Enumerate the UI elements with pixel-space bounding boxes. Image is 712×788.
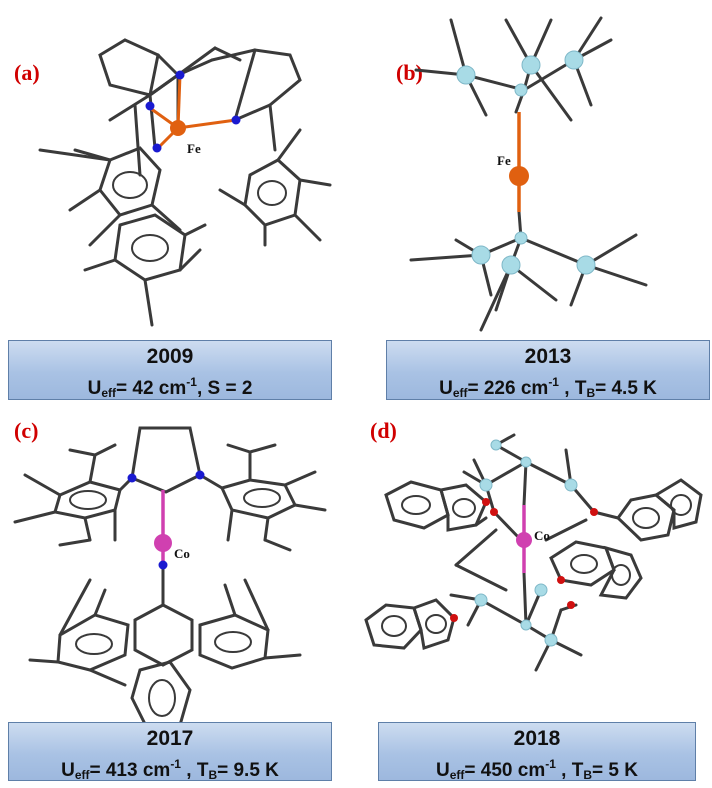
panel-c-caption: 2017 Ueff= 413 cm-1 , TB= 9.5 K — [8, 722, 332, 782]
ueff-symbol: U — [436, 760, 450, 781]
ueff-value: = 226 cm — [467, 378, 549, 399]
ueff-symbol: U — [61, 760, 75, 781]
tb-symbol: , T — [558, 378, 587, 399]
ueff-sub: eff — [101, 386, 117, 400]
panel-b-label: (b) — [396, 60, 423, 85]
ueff-symbol: U — [439, 378, 453, 399]
panel-d-label: (d) — [370, 418, 397, 443]
panel-b-caption: 2013 Ueff= 226 cm-1 , TB= 4.5 K — [386, 340, 710, 400]
ueff-sup: -1 — [186, 375, 197, 389]
ueff-sup: -1 — [545, 757, 556, 771]
panel-d: (d) — [356, 400, 712, 782]
panel-c-co-atom — [154, 534, 172, 552]
tb-sub: B — [583, 768, 593, 782]
panel-a-caption: 2009 Ueff= 42 cm-1, S = 2 — [8, 340, 332, 400]
panel-a-structure — [38, 38, 332, 327]
panel-c-year: 2017 — [146, 727, 194, 750]
panel-b-structure — [409, 16, 648, 332]
panel-c-structure — [13, 426, 327, 732]
panel-a-fe-label: Fe — [187, 141, 201, 156]
panel-d-structure — [364, 433, 703, 672]
tb-symbol: , T — [180, 760, 209, 781]
panel-a-bonds — [38, 38, 332, 327]
panel-d-o-atoms — [450, 498, 598, 622]
tb-value: = 5 K — [592, 760, 638, 781]
ueff-sub: eff — [74, 768, 90, 782]
tb-value: = 9.5 K — [217, 760, 279, 781]
tb-value: = 4.5 K — [595, 378, 657, 399]
ueff-value: = 450 cm — [464, 760, 546, 781]
panel-a-label: (a) — [14, 60, 40, 85]
panel-d-bonds — [364, 433, 703, 672]
panel-d-params: Ueff= 450 cm-1 , TB= 5 K — [379, 751, 695, 788]
spin-value: , S = 2 — [196, 378, 253, 399]
panel-c-label: (c) — [14, 418, 39, 443]
panel-b-si-atoms — [456, 50, 596, 275]
panel-b-params: Ueff= 226 cm-1 , TB= 4.5 K — [387, 369, 709, 406]
panel-b: (b) — [356, 0, 712, 400]
ueff-value: = 413 cm — [89, 760, 171, 781]
panel-a-aromatic-rings — [112, 171, 287, 262]
panel-a-ueff: Ueff= 42 cm-1, S = 2 — [9, 369, 331, 406]
panel-c: (c) — [0, 400, 356, 782]
panel-a-year: 2009 — [146, 345, 194, 368]
panel-c-n-atoms — [127, 470, 205, 570]
tb-symbol: , T — [555, 760, 584, 781]
panel-b-fe-label: Fe — [497, 153, 511, 168]
panel-d-si-atoms — [474, 439, 578, 647]
panel-a: (a) — [0, 0, 356, 400]
panel-d-co-label: Co — [534, 528, 550, 543]
panel-c-bonds — [13, 426, 327, 732]
panel-b-fe-atom — [509, 166, 529, 186]
ueff-sub: eff — [449, 768, 465, 782]
ueff-value: = 42 cm — [116, 378, 187, 399]
panel-d-caption: 2018 Ueff= 450 cm-1 , TB= 5 K — [378, 722, 696, 782]
panel-c-co-label: Co — [174, 546, 190, 561]
ueff-sub: eff — [452, 386, 468, 400]
panel-c-params: Ueff= 413 cm-1 , TB= 9.5 K — [9, 751, 331, 788]
tb-sub: B — [208, 768, 218, 782]
panel-c-aromatic-rings — [69, 488, 281, 717]
panel-d-aromatic-rings — [381, 494, 692, 637]
ueff-sup: -1 — [170, 757, 181, 771]
tb-sub: B — [586, 386, 596, 400]
panel-a-fe-atom — [170, 120, 186, 136]
ueff-symbol: U — [87, 378, 102, 399]
panel-a-n-atoms — [145, 70, 241, 153]
panel-b-year: 2013 — [524, 345, 572, 368]
panel-d-year: 2018 — [513, 727, 561, 750]
ueff-sup: -1 — [548, 375, 559, 389]
panel-d-co-atom — [516, 532, 532, 548]
